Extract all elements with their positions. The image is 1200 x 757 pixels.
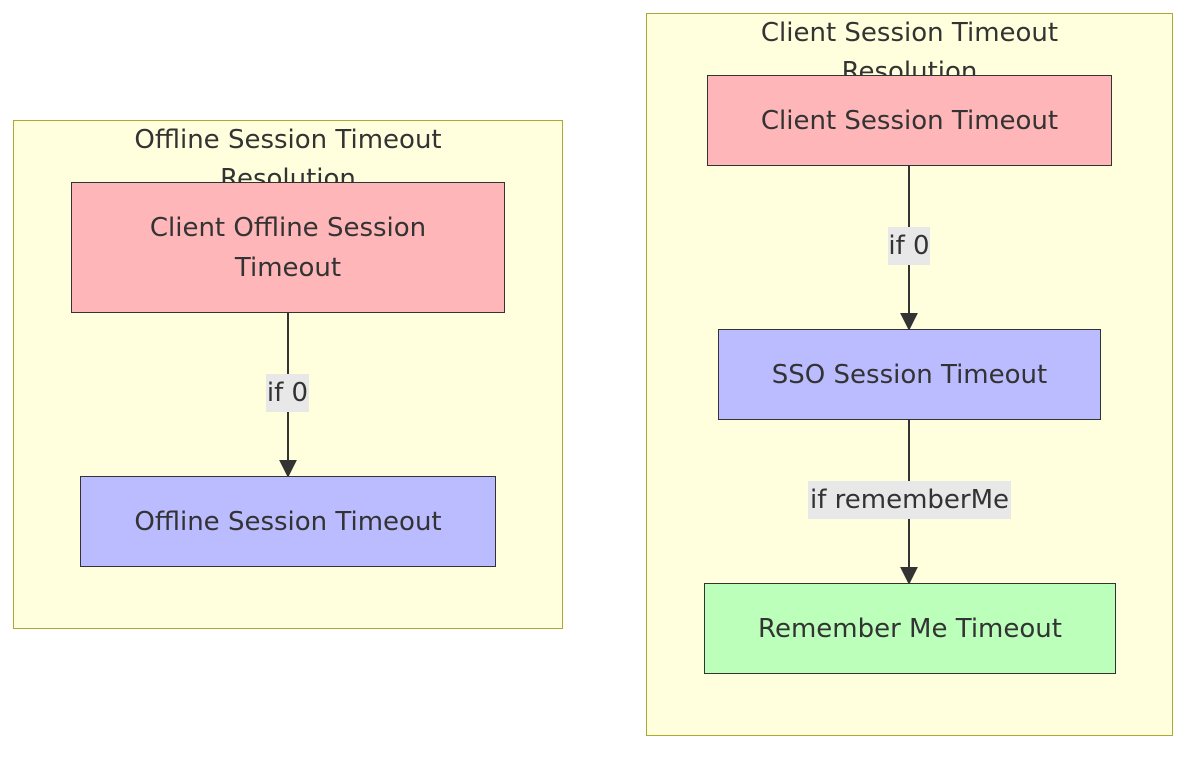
sso-session-timeout-label: SSO Session Timeout — [771, 359, 1048, 390]
client-offline-session-timeout-label: Client Offline Session Timeout — [149, 212, 427, 283]
offline-session-timeout-node: Offline Session Timeout — [80, 476, 496, 567]
offline-session-timeout-label: Offline Session Timeout — [134, 506, 442, 537]
client-session-timeout-label: Client Session Timeout — [760, 105, 1059, 136]
client-cluster-title: Client Session Timeout Resolution — [760, 18, 1059, 87]
client-session-timeout-node: Client Session Timeout — [707, 75, 1112, 166]
edge-label-client-if-0: if 0 — [888, 227, 930, 265]
edge-label-offline-if-0: if 0 — [266, 374, 309, 412]
sso-session-timeout-node: SSO Session Timeout — [718, 329, 1101, 420]
client-offline-session-timeout-node: Client Offline Session Timeout — [71, 182, 505, 313]
remember-me-timeout-node: Remember Me Timeout — [704, 583, 1116, 674]
edge-label-if-rememberme: if rememberMe — [808, 481, 1011, 519]
remember-me-timeout-label: Remember Me Timeout — [758, 613, 1062, 644]
